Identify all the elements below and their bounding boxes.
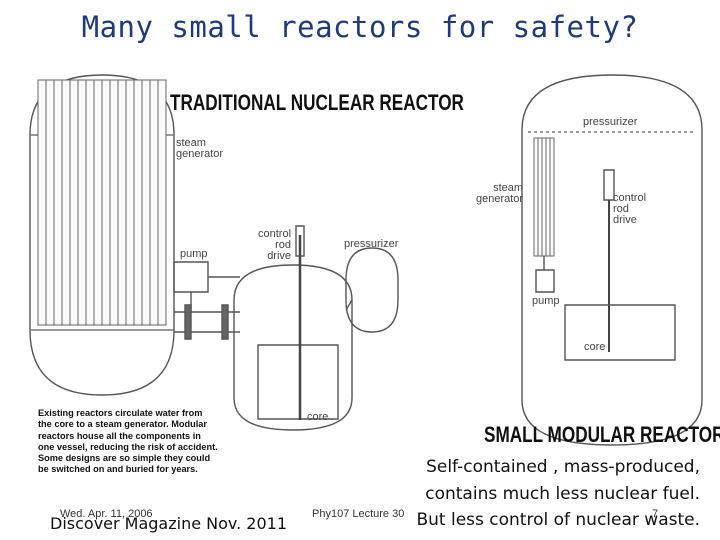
core-label-right: core bbox=[584, 341, 606, 353]
smr-heading: SMALL MODULAR REACTOR bbox=[484, 422, 720, 447]
traditional-reactor-heading: TRADITIONAL NUCLEAR REACTOR bbox=[170, 90, 464, 115]
slide-title: Many small reactors for safety? bbox=[81, 10, 639, 44]
pressurizer-label-left: pressurizer bbox=[344, 238, 399, 250]
statement-line-3: But less control of nuclear waste. bbox=[416, 510, 700, 530]
statement-line-1: Self-contained , mass-produced, bbox=[426, 457, 700, 477]
pump-label-right: pump bbox=[532, 295, 560, 307]
source-citation: Discover Magazine Nov. 2011 bbox=[50, 514, 288, 533]
pump-label-left: pump bbox=[180, 248, 208, 260]
diagram-caption: Existing reactors circulate water from t… bbox=[38, 408, 218, 475]
footer-page-number: 7 bbox=[652, 508, 659, 520]
footer-lecture: Phy107 Lecture 30 bbox=[312, 508, 405, 520]
footer-date: Wed. Apr. 11, 2006 bbox=[60, 508, 153, 520]
core-label-left: core bbox=[307, 411, 329, 423]
pressurizer-label-right: pressurizer bbox=[583, 116, 638, 128]
statement-line-2: contains much less nuclear fuel. bbox=[425, 484, 700, 504]
